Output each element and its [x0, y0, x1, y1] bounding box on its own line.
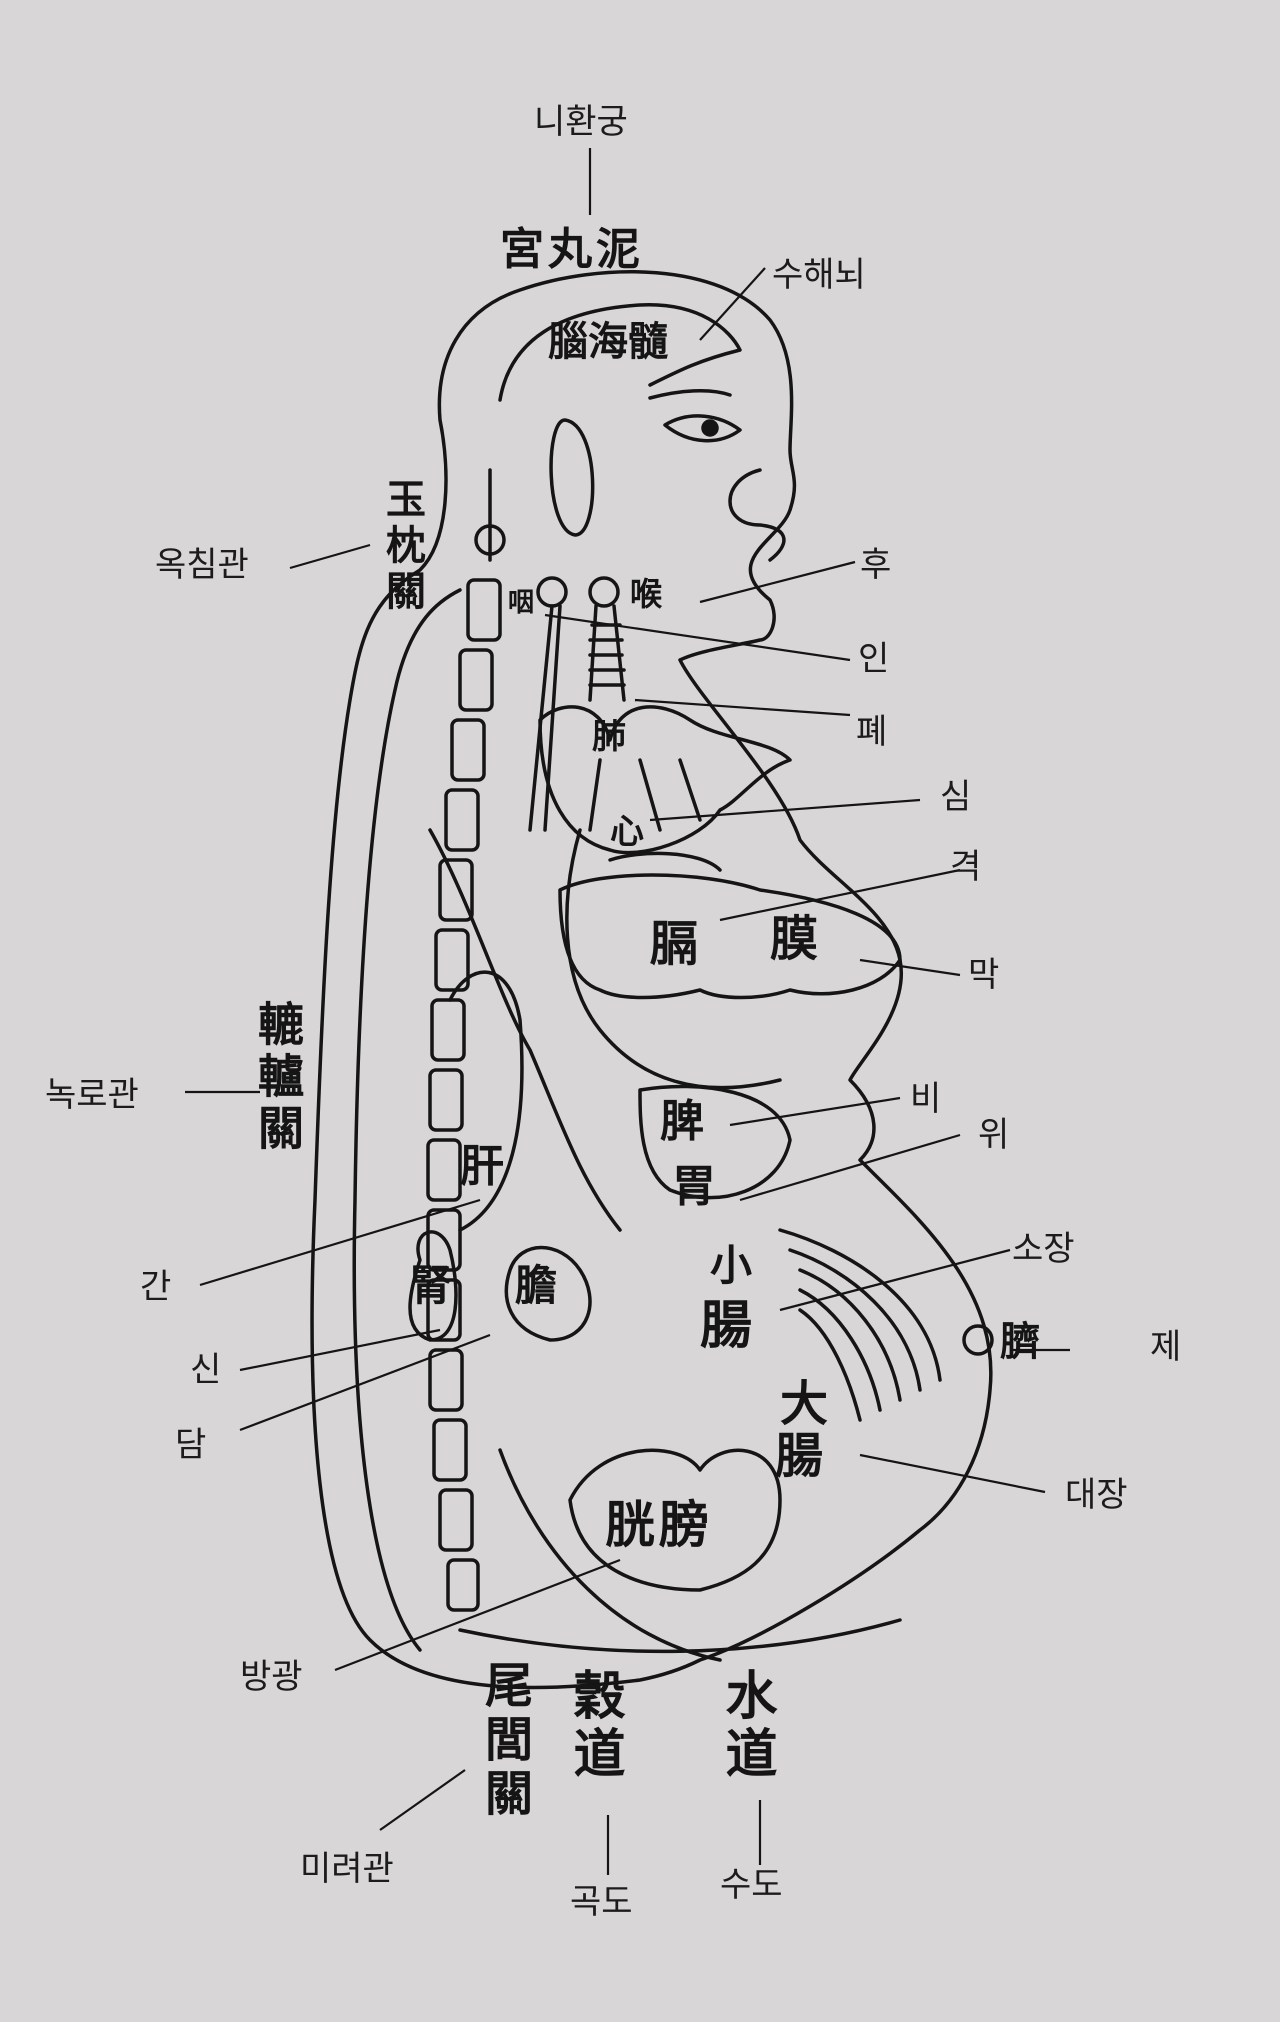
hu-ring: [588, 576, 620, 608]
hanja-dam: 膽: [515, 1261, 558, 1310]
hanja-mak: 膜: [770, 911, 819, 967]
in-ring: [536, 576, 568, 608]
label-mak: 막: [968, 955, 1000, 995]
label-sin: 신: [190, 1350, 222, 1390]
label-wi: 위: [978, 1115, 1010, 1155]
eye-shape: [663, 414, 742, 443]
label-sim: 심: [940, 777, 972, 817]
label-gan: 간: [140, 1267, 172, 1307]
label-miryeogwan: 미려관: [300, 1849, 394, 1889]
hanja-okchimgwan: 玉枕關: [379, 478, 426, 616]
hanja-nihwangung: 宮丸泥: [500, 224, 644, 275]
label-dam: 담: [175, 1425, 207, 1465]
hanja-miryeogwan: 尾閭關: [476, 1660, 532, 1822]
hanja-in: 咽: [508, 588, 535, 618]
inner-back-line: [352, 588, 462, 1652]
label-sudo: 수도: [720, 1865, 783, 1905]
label-gyeok: 격: [950, 847, 982, 887]
hanja-gan: 肝: [460, 1141, 504, 1192]
label-hu: 후: [860, 545, 892, 585]
ear-shape: [549, 418, 595, 537]
label-bi: 비: [910, 1079, 942, 1119]
lung-lobes: [538, 705, 792, 855]
hanja-sudo: 水道: [716, 1668, 777, 1784]
label-pye: 폐: [856, 712, 888, 752]
liver: [448, 970, 524, 1232]
label-je: 제: [1150, 1327, 1182, 1367]
spine-chain: [426, 468, 506, 1612]
body-outline: [310, 269, 993, 1690]
label-daejang: 대장: [1065, 1475, 1128, 1515]
hanja-pye: 肺: [592, 717, 626, 757]
label-norogwan: 녹로관: [45, 1075, 139, 1115]
heart-area: [608, 851, 722, 872]
hanja-sin: 腎: [410, 1261, 453, 1310]
hanja-wi: 胃: [672, 1161, 716, 1212]
hanja-je: 臍: [1000, 1318, 1040, 1365]
hanja-sim: 心: [610, 812, 644, 852]
hanja-hu: 喉: [630, 575, 663, 613]
label-banggwang: 방광: [240, 1657, 303, 1697]
label-sojang: 소장: [1012, 1229, 1075, 1269]
hanja-gokdo: 穀道: [564, 1668, 625, 1784]
hanja-sojang-2: 腸: [700, 1295, 753, 1356]
hanja-sojang-1: 小: [710, 1241, 753, 1290]
spleen-stomach: [638, 1084, 792, 1200]
label-nihwangung: 니환궁: [534, 102, 628, 142]
nose: [728, 468, 786, 562]
diaphragm: [558, 873, 902, 1000]
hanja-bi: 脾: [660, 1096, 704, 1147]
gallbladder: [504, 1245, 592, 1342]
label-in: 인: [858, 639, 890, 679]
bladder: [568, 1448, 782, 1592]
hanja-daejang-2: 腸: [775, 1428, 824, 1484]
navel: [962, 1324, 994, 1356]
hanja-norogwan: 轆轤關: [251, 1000, 305, 1156]
label-gokdo: 곡도: [570, 1882, 633, 1922]
hanja-gyeok: 膈: [650, 916, 699, 972]
hanja-daejang-1: 大: [780, 1376, 829, 1432]
skull-line: [498, 303, 742, 402]
hanja-banggwang: 胱膀: [605, 1495, 713, 1554]
kidney: [408, 1230, 458, 1342]
hanja-suhaenoe: 腦海髓: [548, 318, 668, 365]
label-suhaenoe: 수해뇌: [772, 255, 866, 295]
label-okchimgwan: 옥침관: [155, 545, 249, 585]
brow: [648, 388, 732, 400]
